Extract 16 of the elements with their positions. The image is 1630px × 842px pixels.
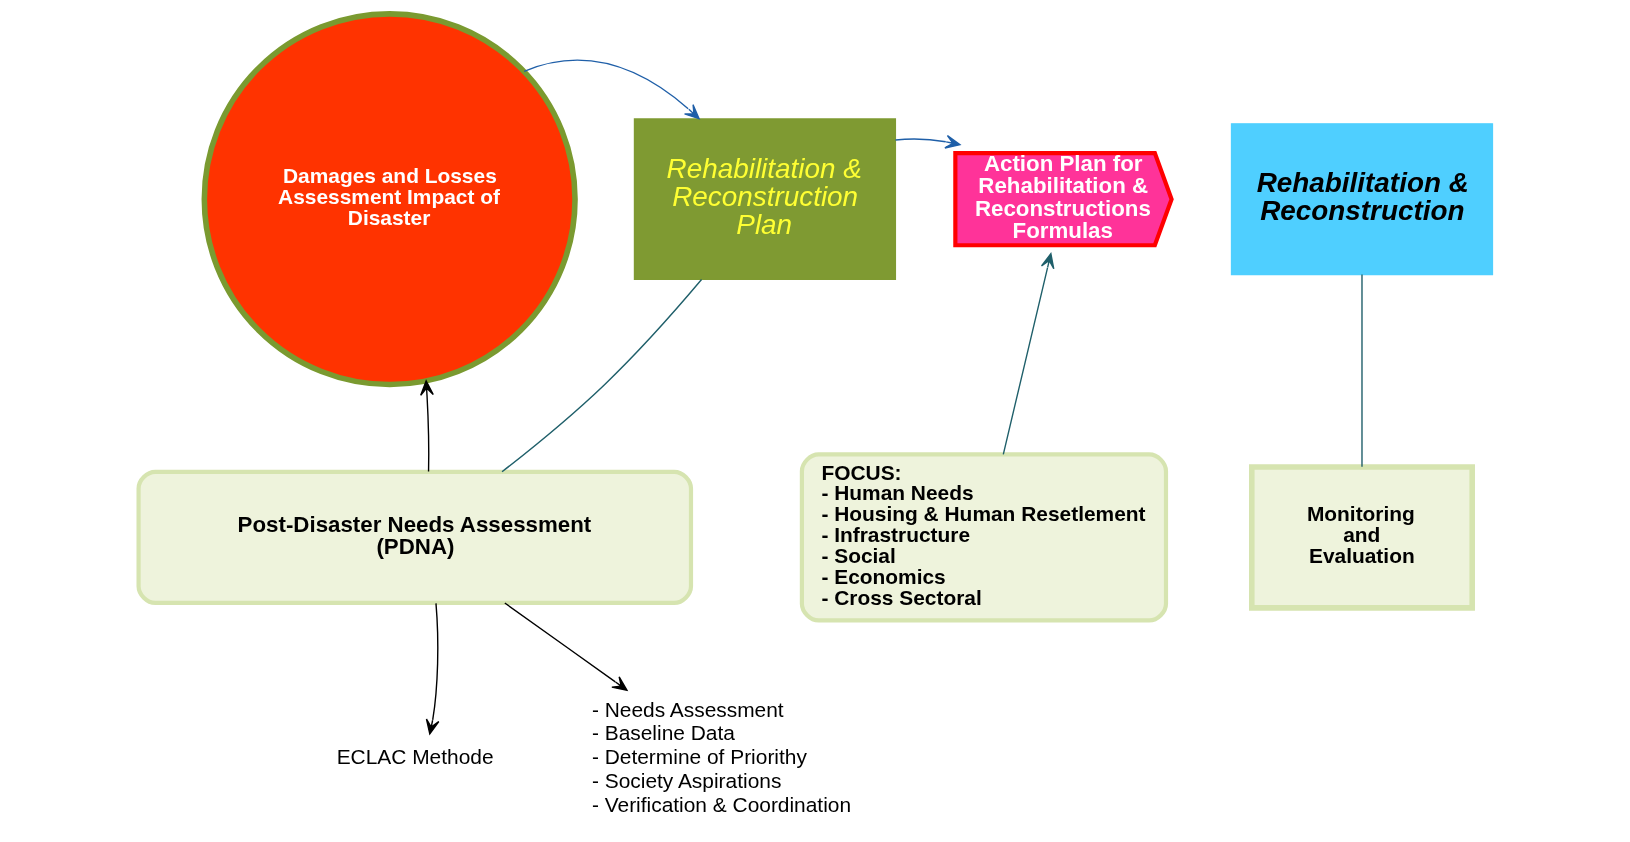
node-circle: Damages and Losses Assessment Impact of Disaster	[201, 11, 578, 388]
node-text: - Needs Assessment - Baseline Data - Determine of Priorithy - Society Aspirations - Verification & Coordination	[591, 697, 851, 816]
node-box: Rehabilitation & Reconstruction	[1230, 123, 1493, 276]
arrow	[522, 59, 700, 120]
node-box: Monitoring and Evaluation	[1248, 464, 1475, 611]
connector	[500, 278, 702, 473]
connector	[1360, 273, 1363, 468]
node-box: Rehabilitation & Reconstruction Plan	[633, 118, 896, 281]
arrow	[503, 602, 628, 691]
arrow	[894, 134, 961, 149]
arrow	[1002, 253, 1054, 455]
node-box: FOCUS: - Human Needs - Housing & Human Resetlement - Infrastructure - Social - Economics - Cross Sectoral	[799, 452, 1168, 623]
node-text: ECLAC Methode	[336, 745, 494, 769]
arrow	[425, 602, 439, 735]
arrow	[419, 380, 434, 473]
node-box: Post-Disaster Needs Assessment (PDNA)	[136, 469, 693, 606]
